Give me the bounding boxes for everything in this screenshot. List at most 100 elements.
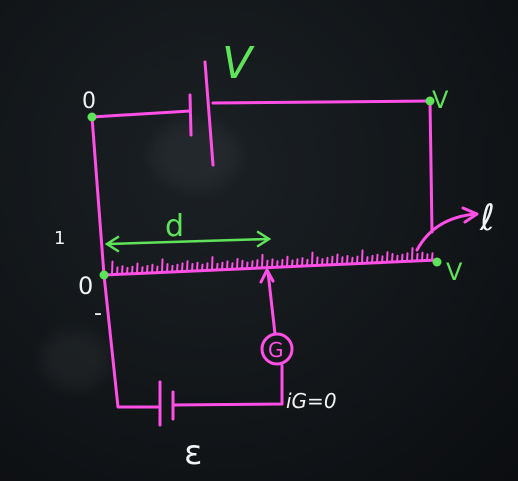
scale-tick	[401, 253, 404, 263]
scale-tick	[121, 265, 124, 276]
scale-tick	[406, 252, 409, 263]
scale-tick	[181, 262, 184, 273]
scale-tick	[351, 256, 354, 265]
wire-start-potential-label: 0	[78, 272, 93, 300]
scale-tick	[131, 265, 134, 275]
scale-tick	[421, 251, 424, 262]
top-left-potential-label: 0	[82, 89, 96, 114]
scale-tick	[366, 256, 369, 265]
scale-tick	[246, 261, 249, 270]
scale-tick	[116, 266, 119, 276]
chalk-smudge	[40, 330, 110, 390]
jockey-arrow	[259, 268, 275, 284]
scale-tick	[361, 249, 364, 265]
scale-tick	[341, 256, 344, 266]
scale-tick	[431, 252, 434, 262]
node-wire-start	[99, 270, 109, 280]
scale-tick	[176, 263, 179, 273]
scale-tick	[266, 259, 269, 269]
scale-tick	[231, 262, 234, 271]
scale-tick	[151, 263, 154, 274]
scale-tick	[376, 253, 379, 264]
scale-tick	[156, 265, 159, 274]
node-top-right	[425, 96, 435, 106]
distance-arrow-left-head	[104, 235, 120, 253]
scale-tick	[221, 261, 224, 271]
galvanometer-symbol	[260, 332, 294, 366]
scale-tick	[211, 256, 214, 272]
scale-tick	[411, 247, 414, 263]
wire-left-side	[90, 115, 106, 277]
scale-tick	[126, 266, 129, 275]
scale-tick	[336, 253, 339, 266]
scale-tick	[296, 258, 299, 268]
meter-scale-ticks	[111, 247, 434, 276]
scale-tick	[251, 260, 254, 270]
wire-bottom-left	[102, 273, 160, 409]
scale-tick	[426, 253, 429, 262]
scale-tick	[311, 251, 314, 267]
length-arrow	[415, 212, 478, 252]
scale-tick	[186, 260, 189, 273]
wire-top-left	[90, 109, 192, 119]
scale-tick	[396, 254, 399, 263]
cell-emf-label: ε	[184, 433, 202, 473]
scale-tick	[161, 258, 164, 274]
scale-tick	[306, 258, 309, 267]
scale-tick	[146, 265, 149, 274]
scale-tick	[256, 259, 259, 270]
node-top-left	[87, 112, 97, 122]
jockey-wire	[266, 270, 277, 336]
scale-tick	[111, 260, 114, 276]
battery-voltage-label: V	[222, 38, 255, 89]
scale-tick	[281, 258, 284, 268]
scale-tick	[226, 260, 229, 271]
scale-tick	[356, 255, 359, 265]
scale-tick	[241, 259, 244, 270]
scale-tick	[321, 258, 324, 267]
mark-one: 1	[54, 228, 65, 249]
scale-tick	[141, 266, 144, 275]
wire-right-side	[428, 99, 434, 234]
scale-tick	[301, 257, 304, 268]
scale-tick	[346, 255, 349, 265]
scale-tick	[371, 254, 374, 264]
length-arrow-head	[461, 206, 479, 224]
scale-tick	[291, 259, 294, 268]
scale-tick	[276, 260, 279, 269]
scale-tick	[271, 258, 274, 269]
scale-tick	[326, 256, 329, 266]
scale-tick	[286, 255, 289, 268]
scale-tick	[166, 263, 169, 274]
node-wire-end	[432, 257, 442, 267]
scale-tick	[196, 261, 199, 272]
wire-length-label: ℓ	[479, 198, 495, 239]
scale-tick	[316, 256, 319, 267]
scale-tick	[391, 253, 394, 263]
scale-tick	[386, 251, 389, 264]
battery-long-plate	[203, 60, 215, 167]
scale-tick	[236, 258, 239, 270]
distance-arrow-line	[106, 237, 270, 246]
scale-tick	[136, 262, 139, 275]
chalk-smudge	[150, 120, 240, 190]
distance-label: d	[165, 209, 184, 244]
scale-tick	[191, 263, 194, 272]
top-right-potential-label: V	[432, 86, 449, 114]
galvanometer-label: G	[268, 338, 284, 362]
galvanometer-current-label: iG=0	[286, 389, 337, 413]
scale-tick	[171, 264, 174, 273]
scale-tick	[216, 262, 219, 271]
mark-dash: -	[94, 301, 102, 326]
scale-tick	[381, 255, 384, 264]
battery-short-plate	[188, 93, 193, 137]
scale-tick	[201, 263, 204, 272]
wire-end-potential-label: V	[446, 258, 463, 286]
wire-top-right	[211, 99, 432, 105]
distance-arrow-right-head	[256, 230, 272, 248]
scale-tick	[261, 253, 264, 269]
scale-tick	[416, 252, 419, 262]
wire-bottom-right	[171, 364, 284, 407]
